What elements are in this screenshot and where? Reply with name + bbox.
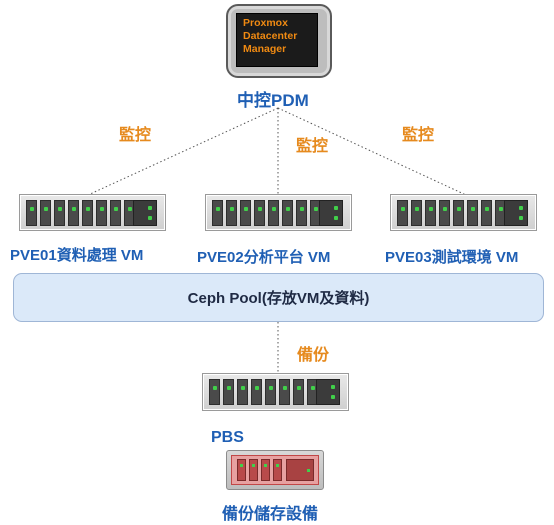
pdm-screen-line-1: Proxmox xyxy=(243,17,288,29)
server-pve03 xyxy=(390,194,537,231)
disk-bay xyxy=(26,200,154,226)
server-pve02 xyxy=(205,194,352,231)
drive-slot xyxy=(316,379,340,405)
pbs-label: PBS xyxy=(211,429,244,446)
pdm-screen: Proxmox Datacenter Manager xyxy=(236,13,318,67)
ceph-pool: Ceph Pool(存放VM及資料) xyxy=(13,273,544,322)
backup-label: 備份 xyxy=(297,347,330,364)
disk-bay xyxy=(212,200,340,226)
disk-bay xyxy=(397,200,525,226)
monitor-label-center: 監控 xyxy=(296,138,329,155)
server-label-pve01: PVE01資料處理 VM xyxy=(10,247,144,264)
drive-slot xyxy=(319,200,343,226)
pdm-screen-line-2: Datacenter xyxy=(243,30,298,42)
server-pve01 xyxy=(19,194,166,231)
server-pbs xyxy=(202,373,349,411)
storage-label: 備份儲存設備 xyxy=(222,506,319,523)
server-label-pve03: PVE03測試環境 VM xyxy=(385,249,519,266)
pdm-label: 中控PDM xyxy=(237,91,309,110)
drive-slot xyxy=(504,200,528,226)
pdm-screen-line-3: Manager xyxy=(243,43,287,55)
storage-panel xyxy=(231,455,319,485)
disk-bay xyxy=(209,379,337,405)
line-pdm-pve01 xyxy=(87,107,279,196)
drive-slot xyxy=(133,200,157,226)
server-label-pve02: PVE02分析平台 VM xyxy=(197,249,331,266)
pdm-monitor: Proxmox Datacenter Manager xyxy=(226,4,332,78)
ceph-pool-label: Ceph Pool(存放VM及資料) xyxy=(187,290,370,307)
backup-storage xyxy=(226,450,324,490)
line-pdm-pve03 xyxy=(277,107,467,196)
monitor-label-right: 監控 xyxy=(402,127,435,144)
monitor-label-left: 監控 xyxy=(119,127,152,144)
